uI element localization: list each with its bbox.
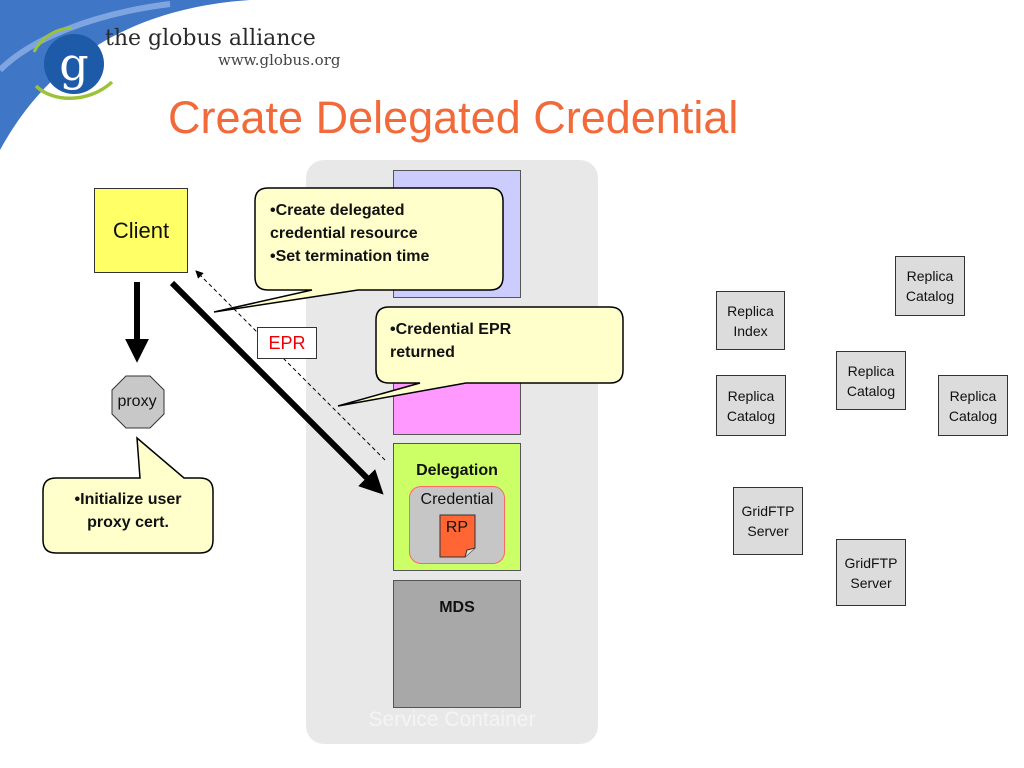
client-to-delegation-arrow (169, 280, 384, 495)
callout-epr-line1: •Credential EPR (390, 321, 512, 338)
rp-label: RP (445, 519, 469, 536)
callout-proxy-shape (42, 436, 214, 554)
gridftp-server-box: GridFTP Server (733, 487, 803, 555)
org-url: www.globus.org (218, 51, 341, 69)
svg-text:g: g (59, 37, 88, 91)
org-name: the globus alliance (105, 26, 316, 51)
callout-create-line1: •Create delegated (270, 202, 405, 219)
callout-epr-shape (337, 306, 624, 407)
replica-index-box: Replica Index (716, 291, 785, 350)
replica-catalog-box: Replica Catalog (836, 351, 906, 410)
client-box: Client (94, 188, 188, 273)
callout-proxy-text: •Initialize user proxy cert. (46, 488, 210, 534)
service-container-label: Service Container (368, 708, 536, 731)
callout-epr-text: •Credential EPR returned (390, 318, 618, 364)
replica-catalog-box: Replica Catalog (938, 375, 1008, 436)
callout-epr-line2: returned (390, 344, 455, 361)
client-label: Client (112, 217, 170, 243)
mds-label: MDS (439, 599, 475, 616)
page-title: Create Delegated Credential (168, 92, 739, 143)
proxy-label: proxy (117, 393, 157, 410)
replica-catalog-box: Replica Catalog (716, 375, 786, 436)
callout-create-line3: •Set termination time (270, 248, 430, 265)
mds-service-box (393, 580, 521, 708)
credential-label: Credential (420, 491, 494, 508)
delegation-label: Delegation (416, 462, 498, 479)
replica-catalog-box: Replica Catalog (895, 256, 965, 316)
epr-return-dashed-arrow (195, 270, 386, 461)
callout-proxy-line2: proxy cert. (87, 514, 169, 531)
callout-proxy-line1: •Initialize user (74, 491, 182, 508)
globus-logo-icon: g (32, 26, 114, 100)
callout-create-text: •Create delegated credential resource •S… (270, 199, 498, 268)
callout-create-shape (213, 187, 504, 313)
rp-document-icon (439, 514, 476, 558)
gridftp-server-box: GridFTP Server (836, 539, 906, 606)
callout-create-line2: credential resource (270, 225, 418, 242)
proxy-octagon-shape (111, 375, 165, 429)
epr-label: EPR (268, 332, 306, 353)
epr-label-box: EPR (257, 327, 317, 359)
